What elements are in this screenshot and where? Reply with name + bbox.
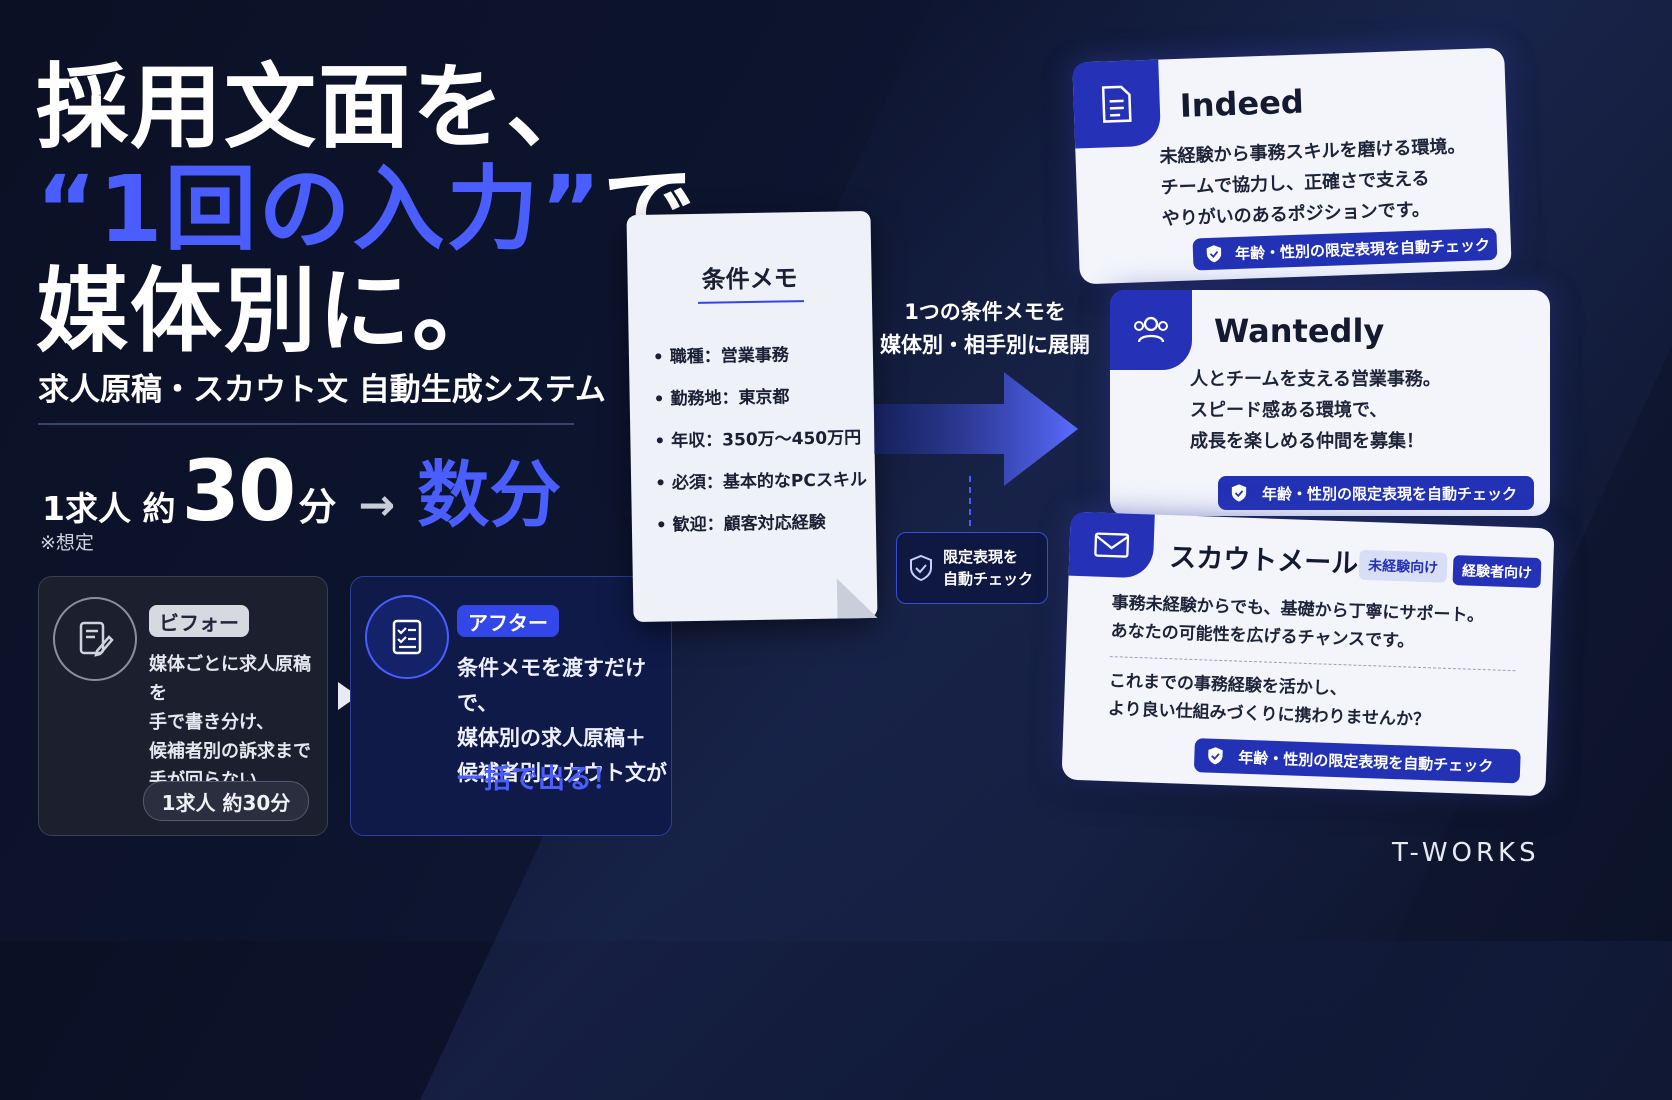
expand-arrow-icon: [874, 368, 1084, 490]
wantedly-line: 成長を楽しめる仲間を募集！: [1190, 426, 1441, 457]
time-after: 数分: [417, 436, 561, 541]
shield-check-icon: [1206, 746, 1225, 767]
memo-item: • 歓迎：顧客対応経験: [656, 507, 868, 553]
shield-check-icon: [1230, 483, 1248, 503]
tag-experienced: 経験者向け: [1452, 555, 1541, 588]
headline-line2: “1回の入力”で: [36, 160, 697, 260]
divider: [38, 423, 574, 425]
document-icon: [1072, 60, 1161, 149]
scout-body-b: これまでの事務経験を活かし、 より良い仕組みづくりに携わりませんか？: [1107, 667, 1431, 734]
shield-check-icon: [1205, 243, 1224, 264]
indeed-body: 未経験から事務スキルを磨ける環境。 チームで協力し、正確さで支える やりがいのあ…: [1159, 131, 1468, 235]
wantedly-check-badge: 年齢・性別の限定表現を自動チェック: [1218, 476, 1534, 510]
edit-document-icon: [53, 597, 137, 681]
wantedly-card: Wantedly 人とチームを支える営業事務。 スピード感ある環境で、 成長を楽…: [1110, 290, 1550, 516]
time-comparison: 1求人 約 30 分 → 数分: [42, 436, 561, 541]
scout-title: スカウトメール: [1169, 535, 1359, 581]
after-badge: アフター: [457, 605, 559, 637]
time-note: ※想定: [40, 528, 94, 555]
flow-label-line2: 媒体別・相手別に展開: [878, 329, 1092, 362]
flow-label-line1: 1つの条件メモを: [878, 296, 1092, 329]
memo-list: • 職種：営業事務 • 勤務地：東京都 • 年収：350万〜450万円 • 必須…: [653, 339, 868, 553]
before-time-pill: 1求人 約30分: [143, 781, 309, 821]
before-line: 候補者別の訴求まで: [149, 737, 327, 766]
before-text: 媒体ごとに求人原稿を 手で書き分け、 候補者別の訴求まで 手が回らない: [149, 650, 327, 795]
memo-card: 条件メモ • 職種：営業事務 • 勤務地：東京都 • 年収：350万〜450万円…: [626, 211, 877, 622]
indeed-title: Indeed: [1179, 83, 1304, 125]
after-highlight: 一括で出る！: [457, 757, 619, 796]
indeed-check-badge: 年齢・性別の限定表現を自動チェック: [1192, 228, 1497, 271]
arrow-icon: →: [358, 480, 395, 531]
memo-title: 条件メモ: [627, 257, 872, 296]
before-line: 媒体ごとに求人原稿を: [149, 650, 327, 708]
tag-inexperienced: 未経験向け: [1359, 550, 1448, 583]
brand-logo: T-WORKS: [1392, 838, 1540, 868]
scout-body-a: 事務未経験からでも、基礎から丁寧にサポート。 あなたの可能性を広げるチャンスです…: [1110, 589, 1484, 658]
auto-check-badge: 限定表現を 自動チェック: [896, 532, 1048, 604]
indeed-card: Indeed 未経験から事務スキルを磨ける環境。 チームで協力し、正確さで支える…: [1072, 48, 1511, 285]
memo-item: • 職種：営業事務: [653, 339, 865, 385]
dotted-connector: [969, 476, 971, 526]
check-line1: 限定表現を: [943, 546, 1033, 568]
scout-check-badge: 年齢・性別の限定表現を自動チェック: [1194, 738, 1521, 783]
before-box: ビフォー 媒体ごとに求人原稿を 手で書き分け、 候補者別の訴求まで 手が回らない…: [38, 576, 328, 836]
wantedly-line: 人とチームを支える営業事務。: [1190, 364, 1441, 395]
check-line2: 自動チェック: [943, 568, 1033, 590]
wantedly-title: Wantedly: [1214, 312, 1384, 350]
headline-line3: 媒体別に。: [36, 262, 506, 362]
headline-line1: 採用文面を、: [36, 58, 600, 158]
wantedly-line: スピード感ある環境で、: [1190, 395, 1441, 426]
after-box: アフター 条件メモを渡すだけで、 媒体別の求人原稿＋ 候補者別スカウト文が 一括…: [350, 576, 672, 836]
memo-item: • 勤務地：東京都: [653, 381, 865, 427]
mail-icon: [1069, 512, 1155, 579]
after-line: 媒体別の求人原稿＋: [457, 721, 671, 756]
before-badge: ビフォー: [149, 605, 249, 637]
subtitle: 求人原稿・スカウト文 自動生成システム: [38, 364, 606, 409]
memo-item: • 年収：350万〜450万円: [654, 423, 866, 469]
shield-check-icon: [909, 554, 933, 582]
flow-label: 1つの条件メモを 媒体別・相手別に展開: [878, 296, 1092, 362]
time-prefix: 1求人 約: [42, 482, 175, 530]
headline-accent: “1回の入力”: [36, 156, 603, 263]
before-line: 手で書き分け、: [149, 708, 327, 737]
scout-card: スカウトメール 未経験向け 経験者向け 事務未経験からでも、基礎から丁寧にサポー…: [1061, 512, 1554, 797]
checklist-icon: [365, 595, 449, 679]
wantedly-body: 人とチームを支える営業事務。 スピード感ある環境で、 成長を楽しめる仲間を募集！: [1190, 364, 1441, 457]
time-before-number: 30: [181, 442, 294, 540]
after-line: 条件メモを渡すだけで、: [457, 651, 671, 721]
people-icon: [1110, 290, 1192, 370]
memo-title-underline: [698, 300, 804, 304]
time-before-unit: 分: [298, 476, 336, 531]
page-curl-icon: [837, 578, 878, 619]
memo-item: • 必須：基本的なPCスキル: [655, 465, 867, 511]
